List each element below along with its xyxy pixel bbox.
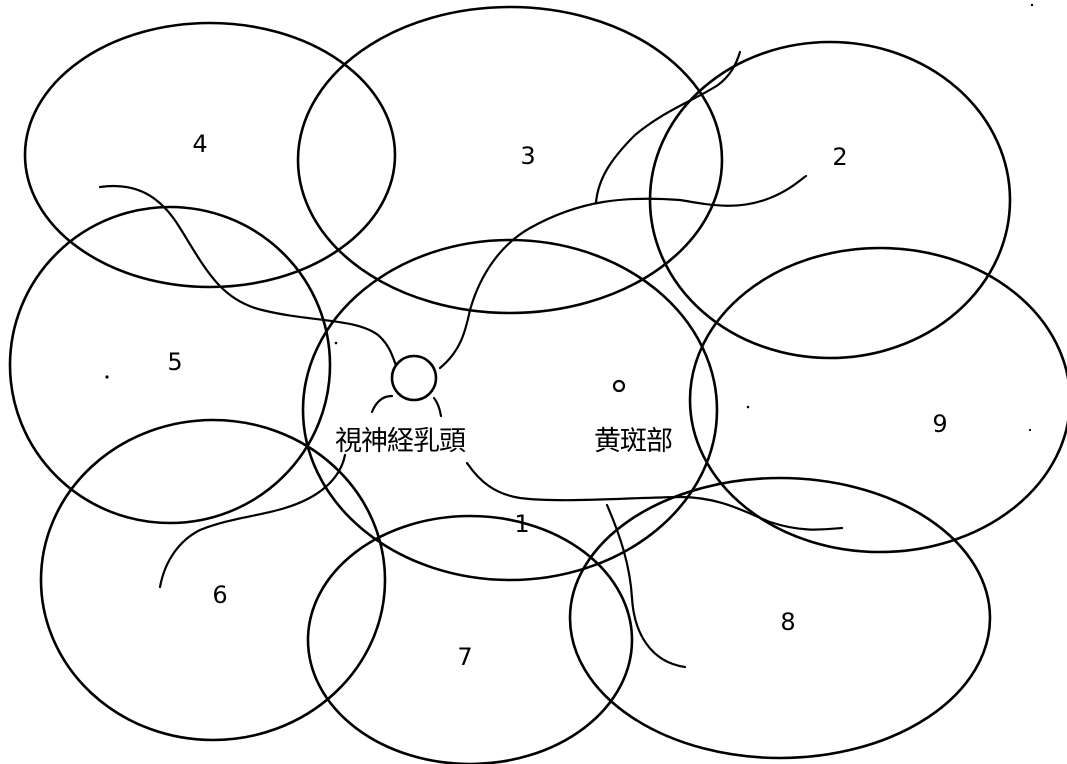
field-2-label: 2 — [832, 143, 847, 171]
field-6-label: 6 — [212, 581, 227, 609]
macula-dot — [614, 381, 624, 391]
optic-disc-label: 視神経乳頭 — [335, 426, 466, 457]
scan-specks — [105, 4, 1033, 431]
optic-disc — [392, 356, 436, 400]
field-5-label: 5 — [167, 348, 182, 376]
vessel-disc-left-stub — [372, 396, 392, 412]
field-7-outline — [308, 516, 632, 764]
field-1-outline — [303, 240, 717, 580]
field-numbers: 4 3 2 5 9 1 6 8 7 — [167, 130, 947, 671]
vessel-superior-branch — [440, 176, 806, 368]
field-3-label: 3 — [520, 142, 535, 170]
field-9-outline — [690, 248, 1067, 552]
field-4-label: 4 — [192, 130, 207, 158]
field-7-label: 7 — [457, 643, 472, 671]
vessel-disc-right-stub — [434, 398, 441, 416]
field-2-outline — [650, 42, 1010, 358]
field-8-label: 8 — [780, 608, 795, 636]
field-4-outline — [25, 23, 395, 287]
field-3-outline — [298, 7, 722, 313]
macula-label: 黄斑部 — [594, 426, 672, 457]
field-outlines — [10, 7, 1067, 764]
field-1-label: 1 — [514, 510, 529, 538]
vessel-upper-left — [100, 186, 397, 368]
field-9-label: 9 — [932, 410, 947, 438]
field-6-outline — [41, 420, 385, 740]
vessels — [100, 52, 842, 667]
